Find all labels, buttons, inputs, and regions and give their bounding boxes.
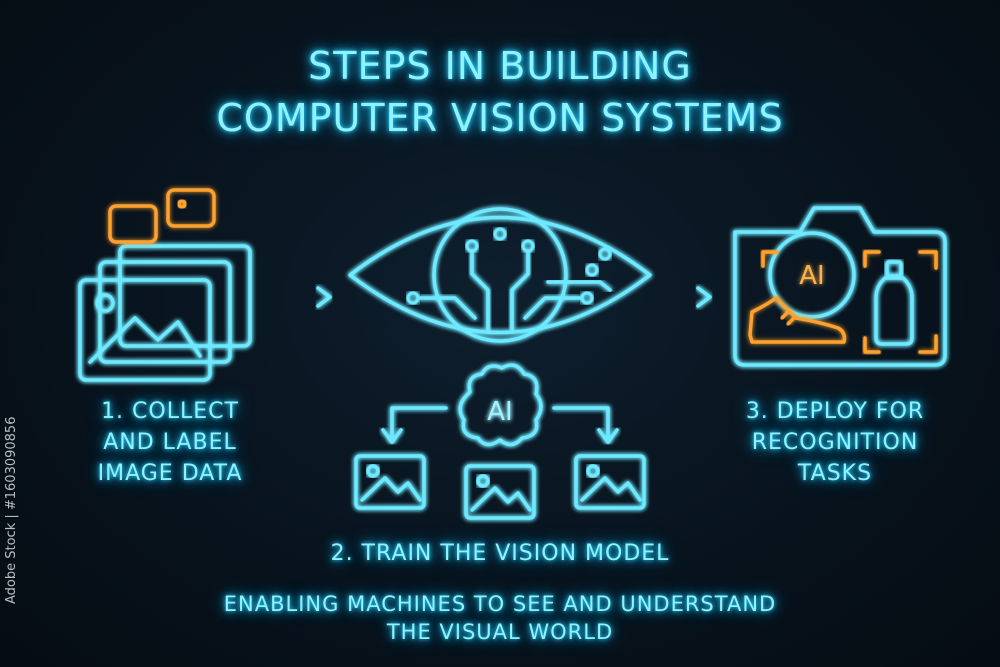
arrow-right-icon bbox=[268, 286, 332, 308]
image-icon bbox=[574, 454, 646, 510]
ai-brain-icon: AI bbox=[458, 363, 543, 447]
image-icon bbox=[464, 464, 536, 520]
arrow-right-icon bbox=[662, 286, 712, 308]
eye-circuit-icon bbox=[348, 207, 652, 374]
title-line-2: COMPUTER VISION SYSTEMS bbox=[216, 96, 784, 140]
camera-ai-label: AI bbox=[799, 261, 824, 291]
step-1-line-2: AND LABEL bbox=[103, 430, 237, 455]
branch-arrow-left bbox=[381, 406, 448, 444]
brain-ai-label: AI bbox=[487, 397, 512, 427]
step-2-line-1: 2. TRAIN THE VISION MODEL bbox=[330, 541, 670, 566]
step-1-label: 1. COLLECT AND LABEL IMAGE DATA bbox=[60, 396, 280, 489]
diagram-title: STEPS IN BUILDING COMPUTER VISION SYSTEM… bbox=[0, 40, 1000, 144]
step-1-line-3: IMAGE DATA bbox=[97, 461, 243, 486]
tagline-line-1: ENABLING MACHINES TO SEE AND UNDERSTAND bbox=[223, 592, 777, 616]
shoe-icon bbox=[748, 296, 847, 344]
step-1-line-1: 1. COLLECT bbox=[101, 399, 239, 424]
stock-id-text: Adobe Stock | #1603090856 bbox=[4, 416, 19, 604]
tagline-line-2: THE VISUAL WORLD bbox=[386, 620, 614, 644]
image-icon bbox=[354, 454, 426, 510]
step-2-label: 2. TRAIN THE VISION MODEL bbox=[230, 538, 770, 569]
camera-icon: AI bbox=[733, 206, 947, 367]
step-3-label: 3. DEPLOY FOR RECOGNITION TASKS bbox=[715, 396, 955, 489]
step-3-line-2: RECOGNITION bbox=[751, 430, 919, 455]
recognition-frame bbox=[761, 250, 938, 354]
image-stack-icon bbox=[78, 244, 252, 382]
bottle-icon bbox=[874, 260, 914, 346]
tagline: ENABLING MACHINES TO SEE AND UNDERSTAND … bbox=[100, 590, 900, 646]
chat-bubble-icon bbox=[108, 188, 216, 244]
step-3-line-3: TASKS bbox=[797, 461, 873, 486]
branch-arrow-right bbox=[552, 406, 619, 444]
step-3-line-1: 3. DEPLOY FOR bbox=[745, 399, 925, 424]
title-line-1: STEPS IN BUILDING bbox=[308, 44, 692, 88]
